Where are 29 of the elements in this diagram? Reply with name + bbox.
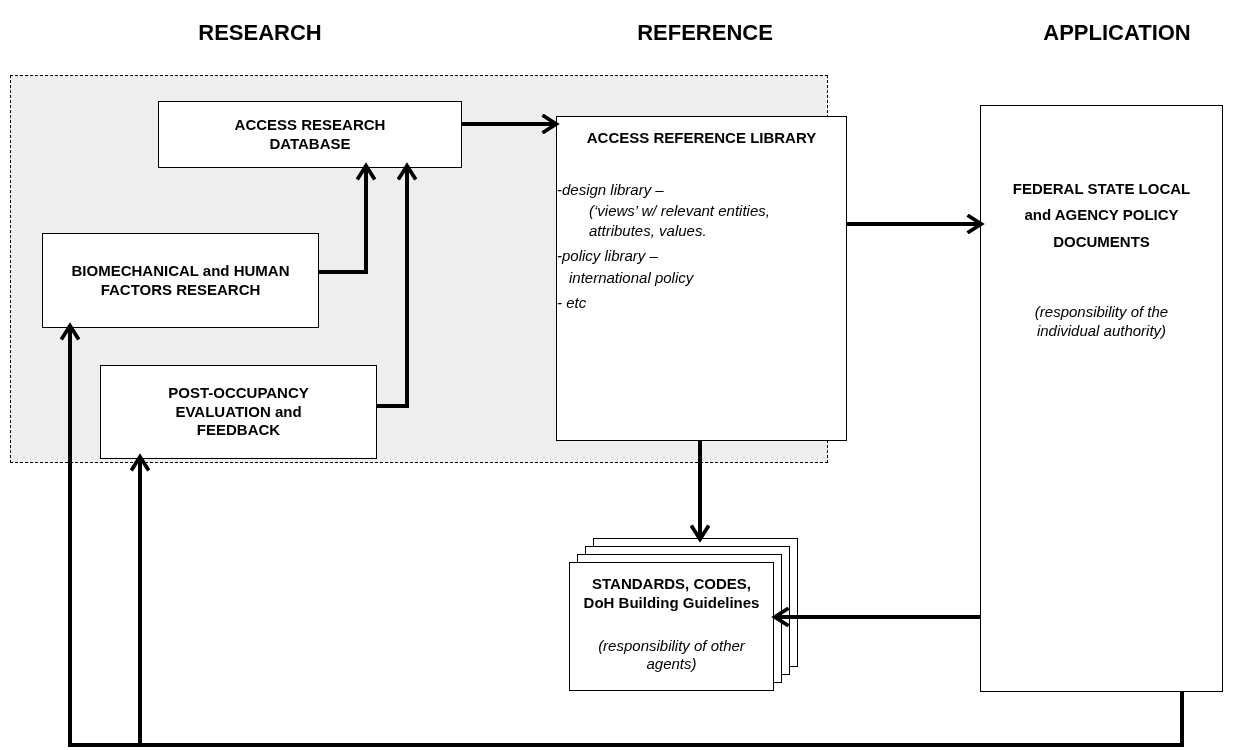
list-item: (‘views’ w/ relevant entities, attributes, values. <box>588 201 771 241</box>
connector-arrow <box>129 454 1184 747</box>
column-heading: REFERENCE <box>637 19 773 47</box>
list-item: -policy library – <box>557 246 659 266</box>
list-item: - etc <box>557 293 588 313</box>
process-box <box>569 562 774 691</box>
process-box <box>100 365 377 459</box>
column-heading: APPLICATION <box>1043 19 1191 47</box>
note-text: (responsibility of other agents) <box>597 636 746 674</box>
process-box <box>556 116 847 441</box>
connector-arrow <box>689 440 711 542</box>
process-box <box>158 101 462 168</box>
process-box <box>42 233 319 328</box>
box-heading: STANDARDS, CODES, DoH Building Guidelines <box>582 575 761 613</box>
connector-arrow <box>376 163 418 408</box>
box-label: ACCESS RESEARCH DATABASE <box>233 115 387 154</box>
connector-arrow <box>318 163 377 274</box>
connector-arrow <box>772 606 980 628</box>
box-label: BIOMECHANICAL and HUMAN FACTORS RESEARCH <box>70 261 291 300</box>
list-item: -design library – <box>557 179 665 200</box>
column-heading: RESEARCH <box>198 19 322 47</box>
connector-arrow <box>846 213 984 235</box>
note-text: (responsibility of the individual authority) <box>1033 302 1170 341</box>
box-heading: ACCESS REFERENCE LIBRARY <box>585 129 818 148</box>
box-label: POST-OCCUPANCY EVALUATION and FEEDBACK <box>167 383 310 441</box>
connector-arrow <box>461 113 559 135</box>
box-heading: FEDERAL STATE LOCAL and AGENCY POLICY DOCUMENTS <box>1011 179 1192 252</box>
list-item: international policy <box>568 267 695 288</box>
process-box <box>980 105 1223 692</box>
